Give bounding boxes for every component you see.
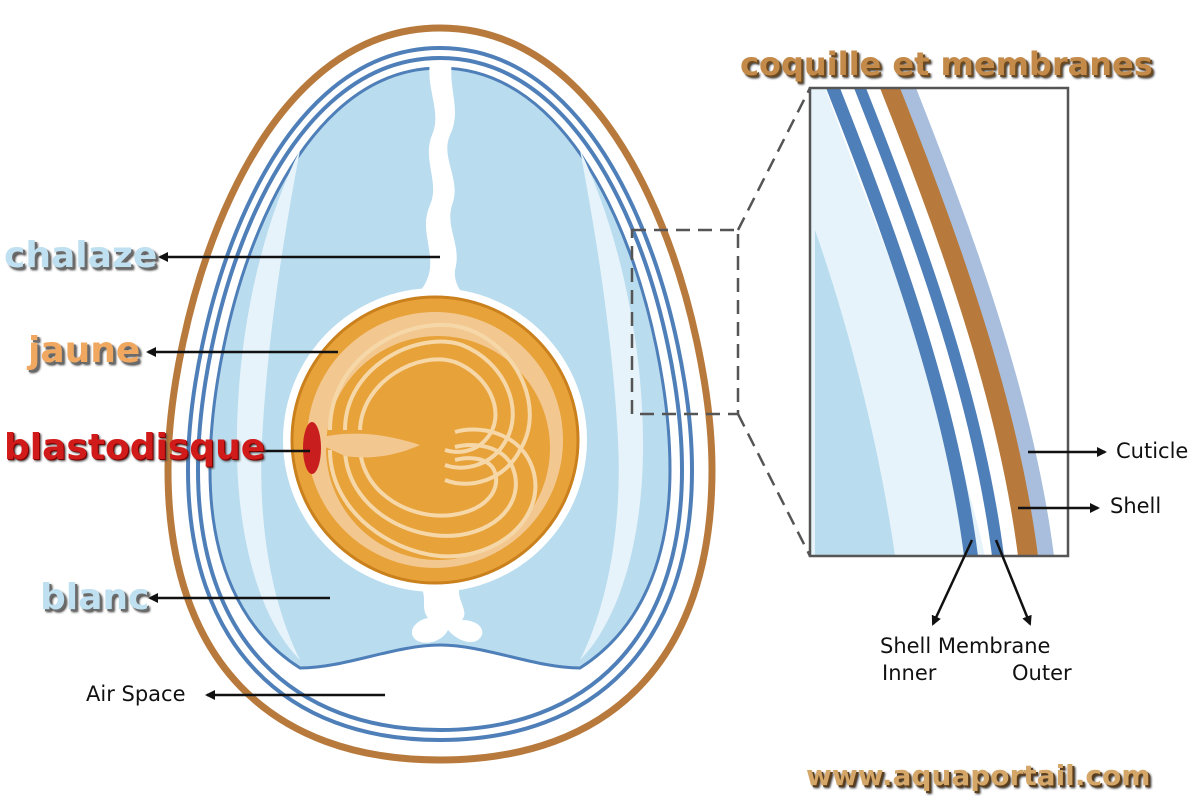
inset-outer-membrane xyxy=(854,88,1004,556)
watermark: www.aquaportail.com xyxy=(806,759,1151,792)
label-jaune: jaune xyxy=(28,330,141,371)
label-inner: Inner xyxy=(882,661,937,685)
label-outer: Outer xyxy=(1012,661,1072,685)
inset-inner-membrane xyxy=(826,88,978,556)
zoom-title: coquille et membranes xyxy=(740,45,1153,83)
arrow-inner-membrane xyxy=(931,539,974,626)
label-air-space: Air Space xyxy=(86,682,186,706)
zoom-inset-frame xyxy=(808,86,1070,558)
zoom-inset xyxy=(810,88,1068,556)
label-cuticle: Cuticle xyxy=(1116,439,1189,463)
yolk xyxy=(283,288,587,592)
arrow-outer-membrane xyxy=(994,539,1032,626)
albumen-highlight-right xyxy=(580,150,644,660)
blastodisc xyxy=(303,422,321,474)
zoom-region-box xyxy=(630,228,740,416)
zoom-connector-top xyxy=(736,87,812,231)
chalaza-top xyxy=(400,62,480,312)
chalaza-bottom xyxy=(411,585,483,643)
label-chalaze: chalaze xyxy=(4,235,158,276)
label-blanc: blanc xyxy=(40,577,150,618)
inset-shell xyxy=(880,88,1038,556)
albumen-highlight-left xyxy=(236,150,300,660)
label-blastodisque: blastodisque xyxy=(4,427,266,468)
zoom-connector-bottom xyxy=(736,413,812,557)
label-shell: Shell xyxy=(1110,494,1162,518)
label-shell-membrane: Shell Membrane xyxy=(880,634,1051,658)
